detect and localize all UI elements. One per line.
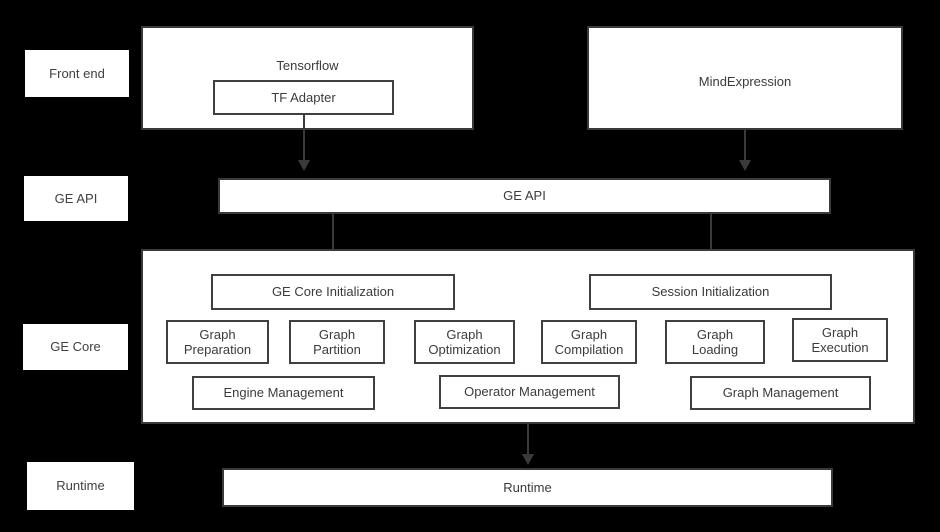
graph-management-box[interactable]: Graph Management <box>690 376 871 410</box>
connector-mindexpression-to-geapi <box>744 130 746 162</box>
arrowhead-gecore-to-runtime <box>522 454 534 465</box>
session-initialization-box[interactable]: Session Initialization <box>589 274 832 310</box>
module-graph-loading[interactable]: Graph Loading <box>665 320 765 364</box>
operator-management-box[interactable]: Operator Management <box>439 375 620 409</box>
connector-gecore-to-runtime <box>527 424 529 456</box>
runtime-bar[interactable]: Runtime <box>222 468 833 507</box>
connector-geapi-to-gecore-init <box>332 214 334 261</box>
module-graph-partition[interactable]: Graph Partition <box>289 320 385 364</box>
mindexpression-frame[interactable]: MindExpression <box>587 26 903 130</box>
ge-api-bar[interactable]: GE API <box>218 178 831 214</box>
module-graph-preparation[interactable]: Graph Preparation <box>166 320 269 364</box>
connector-tfadapter-to-geapi <box>303 115 305 162</box>
tensorflow-title: Tensorflow <box>276 58 339 73</box>
connector-geapi-to-session-init <box>710 214 712 261</box>
layer-label-ge-api: GE API <box>24 176 128 221</box>
layer-label-front-end: Front end <box>25 50 129 97</box>
engine-management-box[interactable]: Engine Management <box>192 376 375 410</box>
layer-label-ge-core: GE Core <box>23 324 128 370</box>
layer-label-runtime: Runtime <box>27 462 134 510</box>
tf-adapter-box[interactable]: TF Adapter <box>213 80 394 115</box>
module-graph-compilation[interactable]: Graph Compilation <box>541 320 637 364</box>
module-graph-execution[interactable]: Graph Execution <box>792 318 888 362</box>
module-graph-optimization[interactable]: Graph Optimization <box>414 320 515 364</box>
arrowhead-mindexpression-to-geapi <box>739 160 751 171</box>
ge-core-initialization-box[interactable]: GE Core Initialization <box>211 274 455 310</box>
arrowhead-tfadapter-to-geapi <box>298 160 310 171</box>
mindexpression-title: MindExpression <box>698 74 792 89</box>
